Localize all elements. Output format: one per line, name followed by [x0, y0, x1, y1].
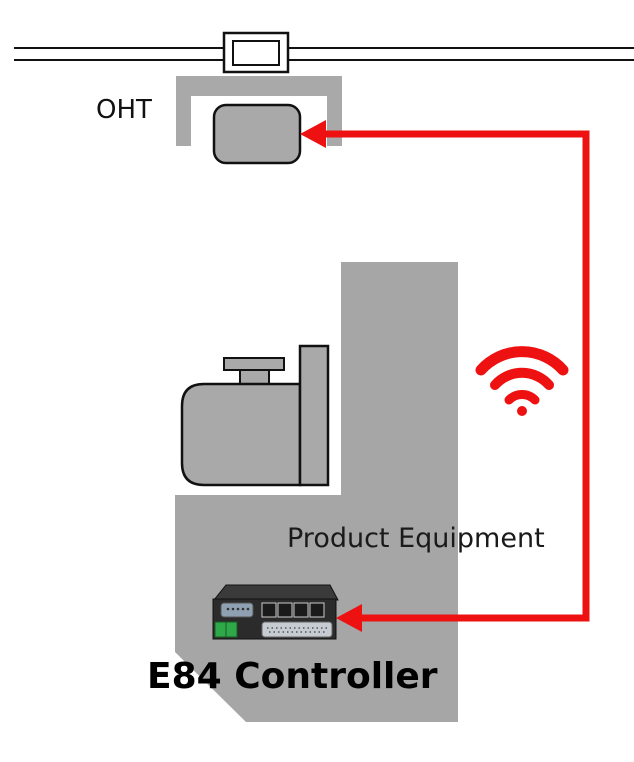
oht-vehicle: [176, 31, 342, 165]
oht-frame: [176, 76, 342, 146]
arrow-head-to-controller: [336, 604, 362, 632]
wifi-signal-icon: [475, 346, 569, 416]
product-equipment-label: Product Equipment: [287, 523, 545, 554]
load-port: [180, 344, 330, 487]
oht-label: OHT: [96, 95, 152, 125]
arrow-head-to-oht: [300, 120, 326, 148]
oht-gripper: [212, 103, 302, 165]
product-equipment-body: [175, 262, 458, 722]
e84-controller-device: [212, 584, 339, 640]
overhead-rail: [14, 47, 634, 61]
communication-link: [300, 120, 590, 632]
e84-controller-label: E84 Controller: [147, 656, 438, 697]
